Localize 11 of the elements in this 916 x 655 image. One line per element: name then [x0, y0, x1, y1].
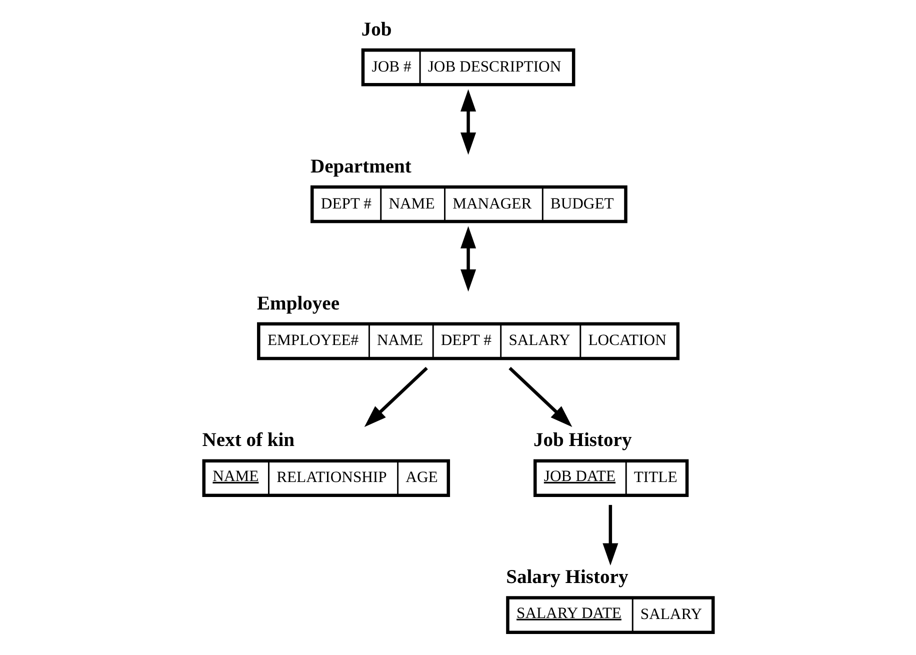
arrow — [602, 504, 618, 566]
arrow — [508, 366, 572, 428]
arrow — [364, 366, 428, 428]
node-label: Salary History — [506, 567, 628, 588]
node-label: Employee — [256, 293, 340, 314]
arrow — [460, 89, 476, 155]
arrow — [460, 226, 476, 292]
node-label: Job — [360, 19, 392, 40]
node-label: Next of kin — [202, 430, 294, 452]
node-label: Department — [310, 156, 411, 178]
node-label: Job History — [532, 430, 632, 452]
